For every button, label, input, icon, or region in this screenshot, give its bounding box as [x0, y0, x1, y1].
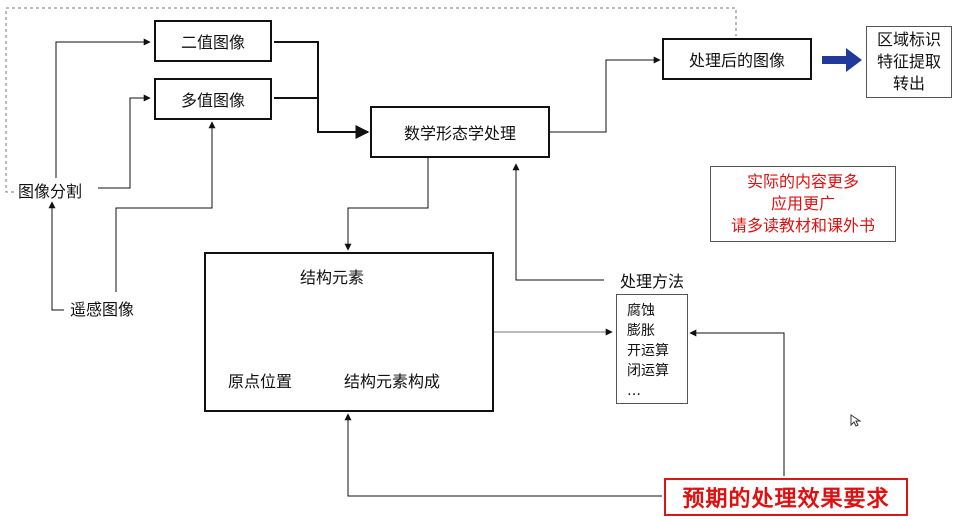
morphology-processing-box: 数学形态学处理	[370, 106, 550, 158]
methods-to-morph-arrow	[512, 163, 604, 281]
mouse-cursor-icon	[850, 414, 862, 427]
processed-image-box: 处理后的图像	[662, 38, 812, 80]
segmentation-label: 图像分割	[18, 182, 83, 201]
application-item: 转出	[892, 74, 925, 93]
methods-list-box: 腐蚀 膨胀 开运算 闭运算 …	[616, 294, 688, 404]
method-item: 膨胀	[627, 323, 655, 339]
expectation-to-methods-arrow	[689, 329, 785, 476]
method-item: 腐蚀	[627, 303, 655, 319]
application-item: 特征提取	[876, 52, 941, 71]
methods-title: 处理方法	[620, 272, 685, 291]
note-line: 请多读教材和课外书	[730, 216, 875, 235]
output-arrow-icon	[822, 48, 862, 72]
structure-element-box	[204, 252, 494, 412]
morph-to-processed-arrow	[550, 56, 661, 133]
application-item: 区域标识	[876, 30, 941, 49]
morph-to-structure-arrow	[344, 158, 429, 251]
remote-to-segmentation-arrow	[48, 201, 64, 311]
note-line: 实际的内容更多	[746, 172, 859, 191]
note-box: 实际的内容更多 应用更广 请多读教材和课外书	[710, 166, 896, 242]
method-item: 开运算	[627, 343, 669, 359]
binary-image-box: 二值图像	[154, 20, 272, 62]
method-item: …	[627, 383, 641, 399]
remote-to-multi-arrow	[115, 121, 216, 292]
segmentation-to-multi-arrow	[98, 94, 151, 189]
method-item: 闭运算	[627, 363, 669, 379]
expectation-to-structure-arrow	[344, 413, 662, 497]
expected-effect-box: 预期的处理效果要求	[664, 478, 908, 516]
note-line: 应用更广	[770, 194, 835, 213]
origin-position-label: 原点位置	[228, 372, 293, 391]
structure-composition-label: 结构元素构成	[344, 372, 441, 391]
dashed-feedback-line	[5, 7, 737, 193]
multi-value-image-box: 多值图像	[154, 78, 272, 120]
remote-sensing-label: 遥感图像	[70, 300, 135, 319]
binary-to-morph-arrow	[274, 41, 370, 139]
segmentation-to-binary-arrow	[55, 38, 151, 178]
structure-element-title: 结构元素	[300, 268, 365, 287]
applications-box: 区域标识 特征提取 转出	[866, 26, 952, 98]
